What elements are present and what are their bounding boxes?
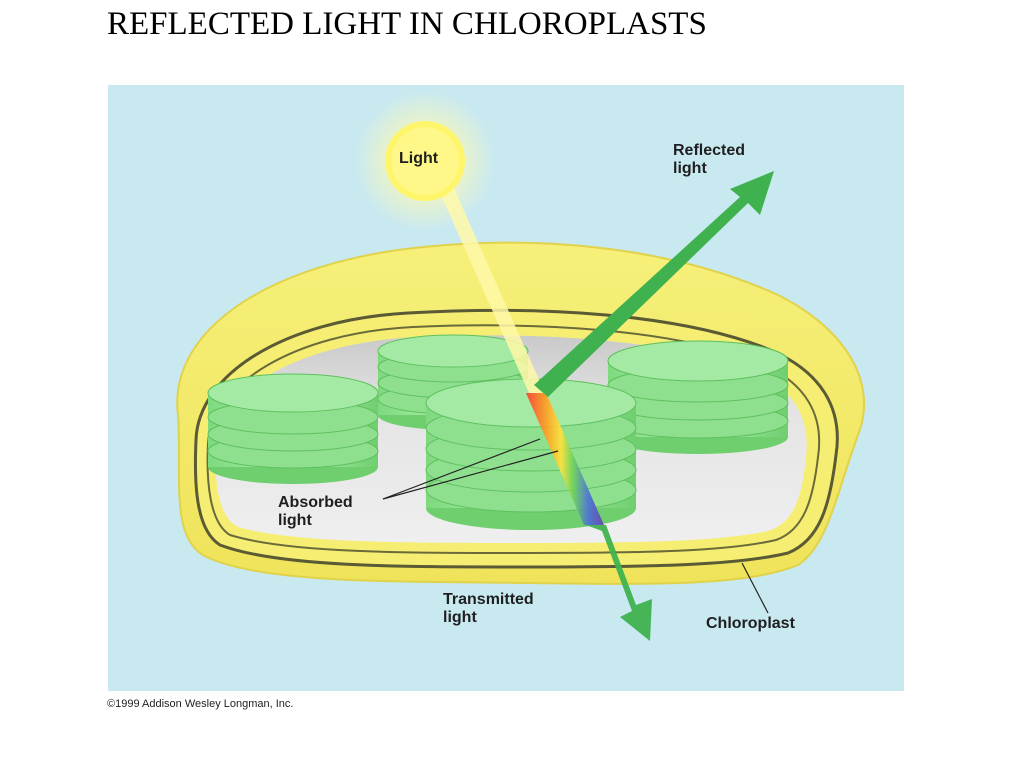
absorbed-light-label: Absorbed light [278, 494, 353, 529]
absorbed-leader-2 [382, 450, 559, 500]
reflected-light-label: Reflected light [673, 142, 746, 177]
transmitted-light-arrow [586, 525, 652, 641]
copyright-notice: ©1999 Addison Wesley Longman, Inc. [107, 698, 294, 710]
absorbed-light-spectrum [526, 393, 604, 525]
slide-title: REFLECTED LIGHT IN CHLOROPLASTS [107, 6, 707, 42]
chloroplast-label: Chloroplast [706, 615, 795, 632]
light-label: Light [399, 150, 439, 167]
inner-membrane-line [206, 324, 821, 555]
reflected-light-arrow [534, 171, 774, 397]
granum-right [607, 340, 789, 454]
transmitted-light-label: Transmitted light [443, 591, 534, 626]
chloroplast-diagram: Light Reflected light Absorbed light Tra… [108, 85, 904, 691]
granum-left [207, 373, 379, 484]
chloroplast-leader [741, 562, 769, 614]
absorbed-leader-1 [382, 438, 541, 500]
incoming-light-beam [433, 177, 545, 393]
sun-core [391, 127, 459, 195]
